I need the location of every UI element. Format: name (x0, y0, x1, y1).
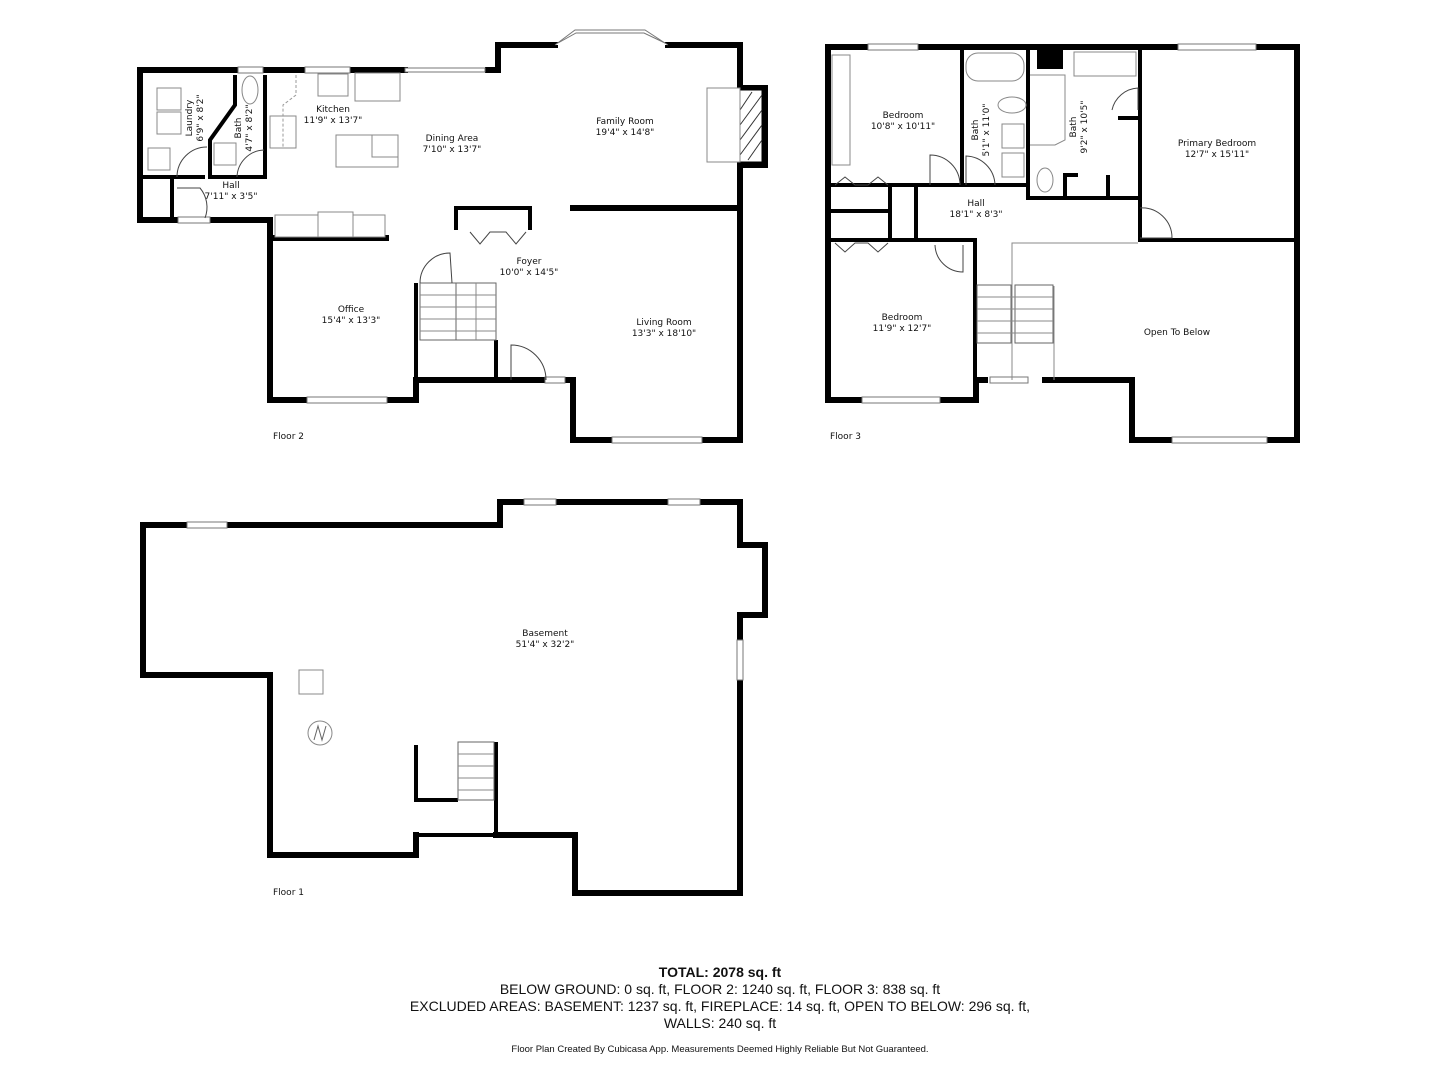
room-label-dining-area: Dining Area 7'10" x 13'7" (423, 134, 482, 156)
room-dims: 6'9" x 8'2" (196, 94, 206, 142)
room-name: Bedroom (881, 313, 923, 323)
room-label-office: Office 15'4" x 13'3" (322, 305, 381, 327)
room-name: Bath (1069, 116, 1079, 138)
room-name: Hall (967, 199, 985, 209)
room-dims: 19'4" x 14'8" (595, 128, 655, 138)
room-name: Bath (971, 119, 981, 141)
room-name: Office (337, 305, 365, 315)
room-label-hall: Hall 7'11" x 3'5" (205, 181, 258, 203)
floor-1-walls (140, 498, 768, 896)
room-dims: 15'4" x 13'3" (321, 316, 381, 326)
room-dims: 4'7" x 8'2" (245, 104, 255, 152)
room-name: Hall (222, 181, 240, 191)
room-dims: 18'1" x 8'3" (949, 210, 1003, 220)
water-heater-icon (307, 720, 333, 746)
area-breakdown: BELOW GROUND: 0 sq. ft, FLOOR 2: 1240 sq… (499, 981, 941, 997)
disclaimer-footer: Floor Plan Created By Cubicasa App. Meas… (511, 1044, 929, 1055)
room-name: Basement (522, 629, 568, 639)
excluded-areas: EXCLUDED AREAS: BASEMENT: 1237 sq. ft, F… (409, 998, 1031, 1014)
room-label-kitchen: Kitchen 11'9" x 13'7" (304, 105, 363, 127)
room-label-laundry: Laundry 6'9" x 8'2" (185, 94, 207, 141)
area-summary: TOTAL: 2078 sq. ft BELOW GROUND: 0 sq. f… (0, 964, 1440, 1032)
walls-area: WALLS: 240 sq. ft (663, 1015, 777, 1031)
room-dims: 10'8" x 10'11" (870, 122, 936, 132)
room-label-open-to-below: Open To Below (1144, 328, 1210, 339)
room-label-family-room: Family Room 19'4" x 14'8" (596, 117, 655, 139)
room-name: Family Room (596, 117, 654, 127)
room-label-bedroom-2: Bedroom 11'9" x 12'7" (873, 313, 932, 335)
room-dims: 7'11" x 3'5" (204, 192, 258, 202)
room-dims: 12'7" x 15'11" (1184, 150, 1250, 160)
total-area: TOTAL: 2078 sq. ft (658, 964, 782, 980)
room-dims: 11'9" x 13'7" (303, 116, 363, 126)
room-label-living-room: Living Room 13'3" x 18'10" (632, 318, 696, 340)
room-dims: 51'4" x 32'2" (515, 640, 575, 650)
room-dims: 10'0" x 14'5" (499, 268, 559, 278)
room-label-foyer: Foyer 10'0" x 14'5" (500, 257, 559, 279)
floor-3-label: Floor 3 (830, 432, 861, 442)
room-dims: 5'1" x 11'0" (982, 103, 992, 157)
room-name: Laundry (185, 99, 195, 137)
room-dims: 13'3" x 18'10" (631, 329, 697, 339)
stairs-icon (976, 242, 1138, 380)
floor-2-walls (137, 29, 768, 444)
room-name: Living Room (636, 318, 692, 328)
room-label-bath-primary: Bath 9'2" x 10'5" (1069, 101, 1091, 154)
floor-3-walls (825, 43, 1300, 444)
room-dims: 9'2" x 10'5" (1080, 100, 1090, 154)
room-name: Bedroom (882, 111, 924, 121)
room-label-bath: Bath 4'7" x 8'2" (234, 104, 256, 151)
floor-1-label: Floor 1 (273, 888, 304, 898)
room-name: Kitchen (316, 105, 350, 115)
room-label-bath-hall: Bath 5'1" x 11'0" (971, 104, 993, 157)
room-name: Open To Below (1143, 328, 1211, 338)
room-dims: 7'10" x 13'7" (422, 145, 482, 155)
floor-2-label: Floor 2 (273, 432, 304, 442)
room-name: Foyer (516, 257, 542, 267)
room-name: Bath (234, 117, 244, 139)
room-dims: 11'9" x 12'7" (872, 324, 932, 334)
room-label-hall-upper: Hall 18'1" x 8'3" (950, 199, 1003, 221)
room-name: Primary Bedroom (1177, 139, 1257, 149)
stairs-icon (457, 741, 495, 801)
room-label-basement: Basement 51'4" x 32'2" (516, 629, 575, 651)
room-label-bedroom-1: Bedroom 10'8" x 10'11" (871, 111, 935, 133)
room-label-primary-bedroom: Primary Bedroom 12'7" x 15'11" (1178, 139, 1256, 161)
room-name: Dining Area (425, 134, 479, 144)
stairs-icon (419, 282, 497, 341)
